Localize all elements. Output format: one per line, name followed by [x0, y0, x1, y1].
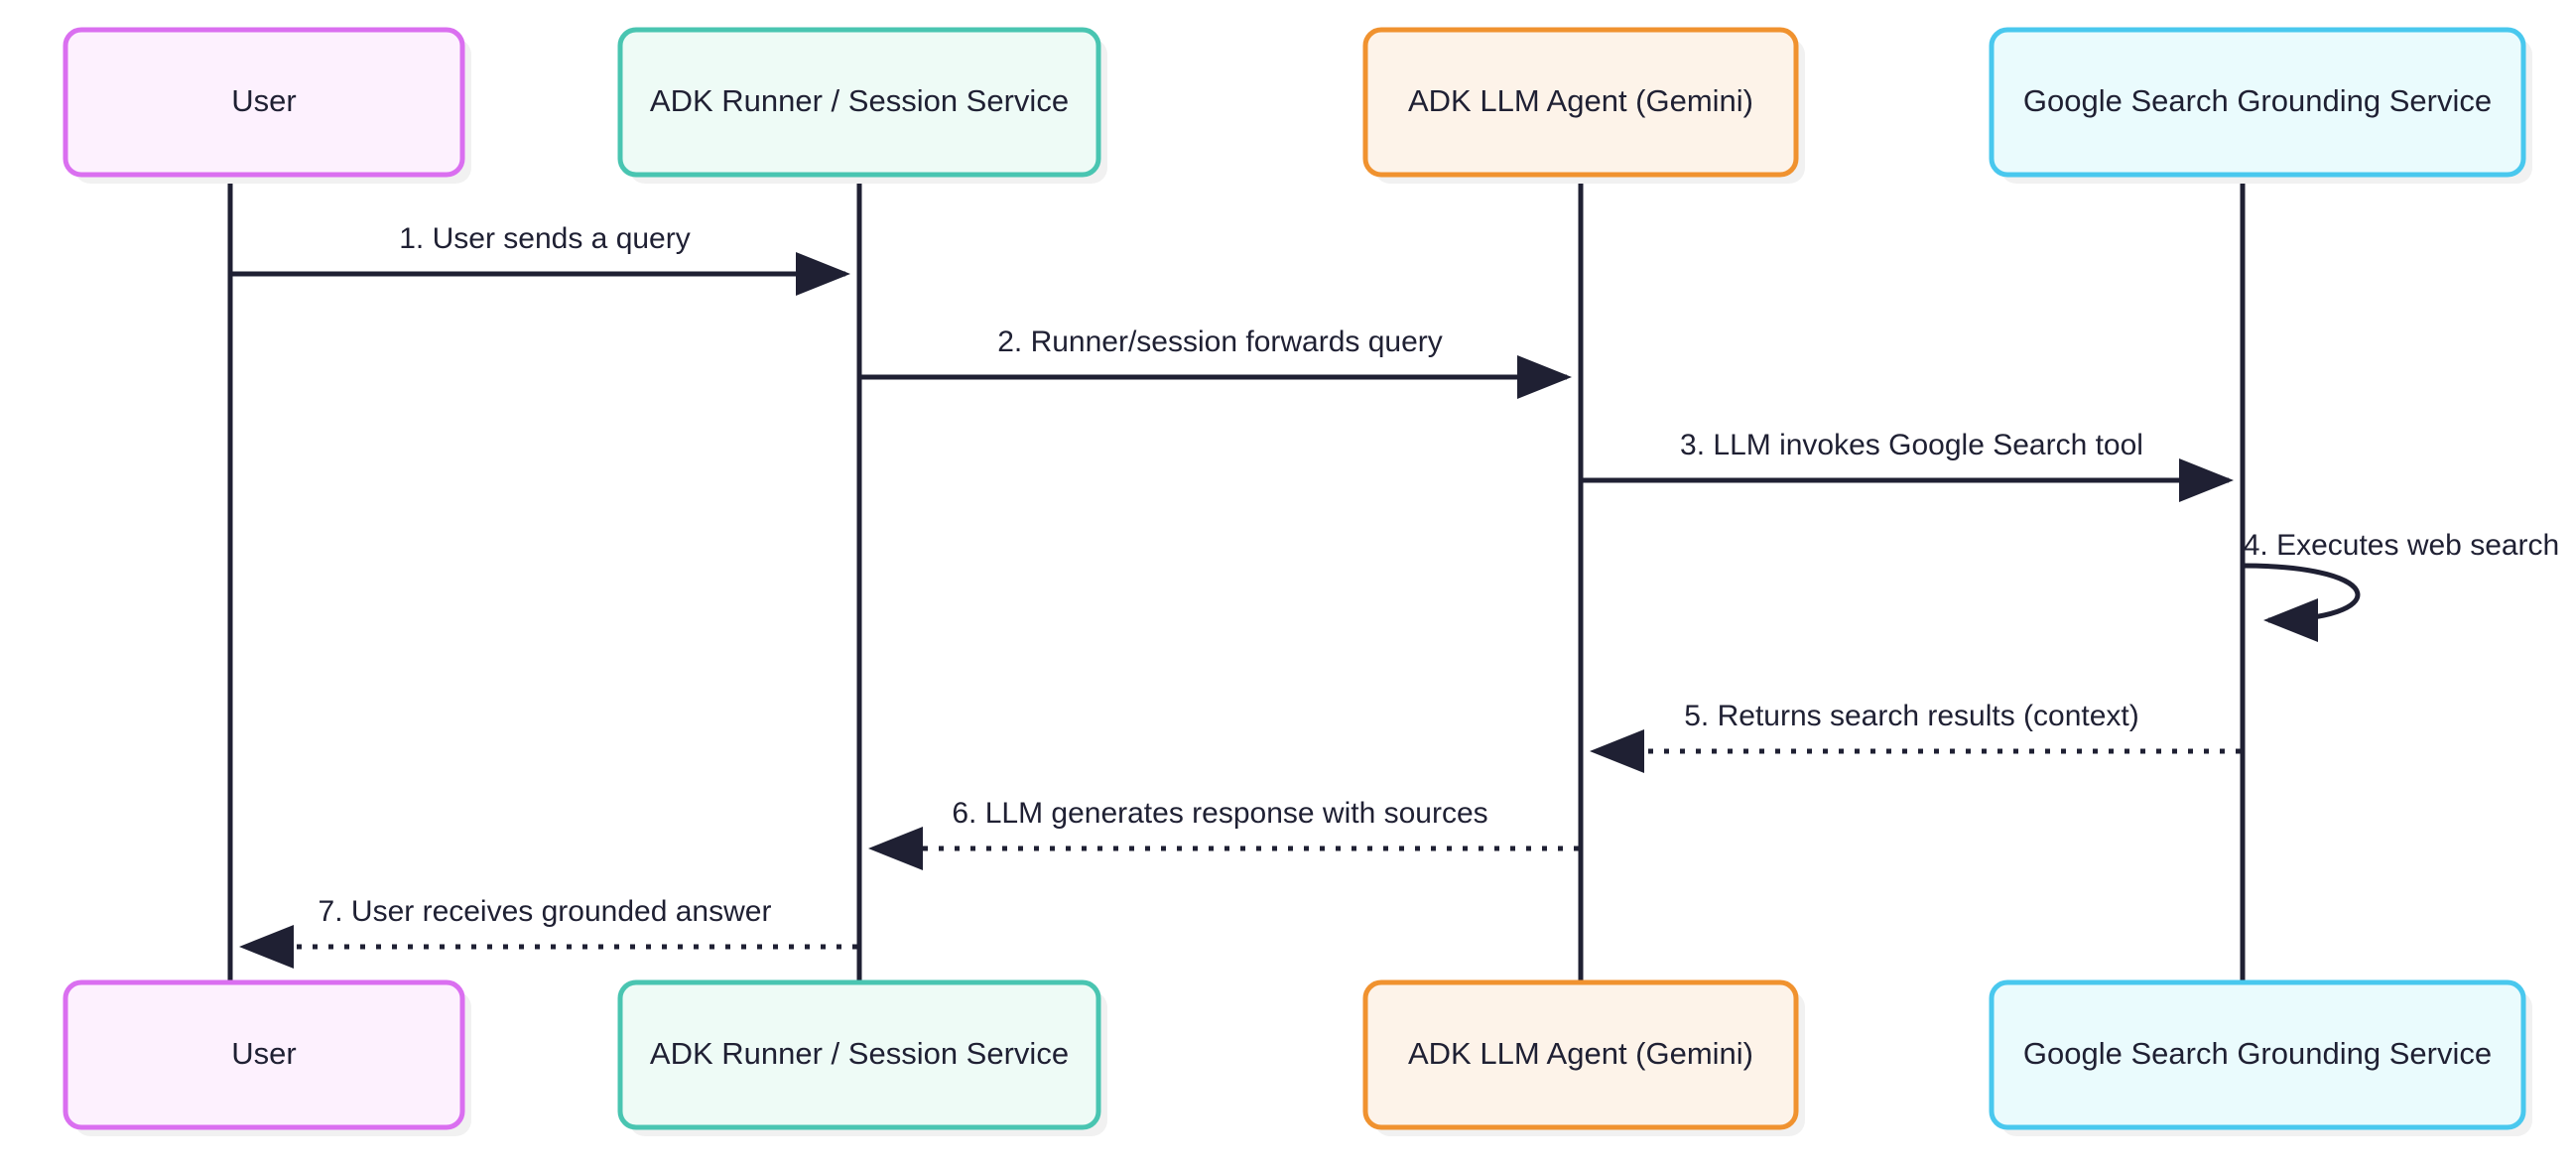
actor-label-search-top: Google Search Grounding Service — [2023, 83, 2492, 118]
message-loop-4 — [2242, 563, 2361, 642]
message-label-1: 1. User sends a query — [399, 222, 690, 255]
actor-label-search-bottom: Google Search Grounding Service — [2023, 1036, 2492, 1071]
actor-label-runner-top: ADK Runner / Session Service — [650, 83, 1069, 118]
message-label-5: 5. Returns search results (context) — [1684, 700, 2139, 732]
actor-box-runner-bottom[interactable] — [617, 979, 1101, 1130]
message-label-4: 4. Executes web search — [2244, 529, 2560, 562]
lifelines-group — [227, 175, 2246, 982]
actor-box-user-bottom[interactable] — [63, 979, 465, 1130]
actor-box-user-top[interactable] — [63, 27, 465, 178]
actors-bottom-group: User ADK Runner / Session Service ADK LLM … — [63, 979, 2532, 1136]
message-label-3: 3. LLM invokes Google Search tool — [1680, 429, 2143, 461]
message-label-7: 7. User receives grounded answer — [319, 895, 772, 928]
actor-box-agent-top[interactable] — [1362, 27, 1799, 178]
actor-label-user-top: User — [231, 83, 296, 118]
actor-box-agent-bottom[interactable] — [1362, 979, 1799, 1130]
actor-box-search-bottom[interactable] — [1989, 979, 2526, 1130]
actor-box-search-top[interactable] — [1989, 27, 2526, 178]
messages-group: 1. User sends a query 2. Runner/session f… — [232, 222, 2560, 969]
message-label-6: 6. LLM generates response with sources — [952, 797, 1487, 830]
actor-label-user-bottom: User — [231, 1036, 296, 1071]
actor-label-agent-bottom: ADK LLM Agent (Gemini) — [1408, 1036, 1753, 1071]
actor-box-runner-top[interactable] — [617, 27, 1101, 178]
message-label-2: 2. Runner/session forwards query — [997, 325, 1443, 358]
actor-label-runner-bottom: ADK Runner / Session Service — [650, 1036, 1069, 1071]
actor-label-agent-top: ADK LLM Agent (Gemini) — [1408, 83, 1753, 118]
actors-top-group: User ADK Runner / Session Service ADK LLM … — [63, 27, 2532, 184]
